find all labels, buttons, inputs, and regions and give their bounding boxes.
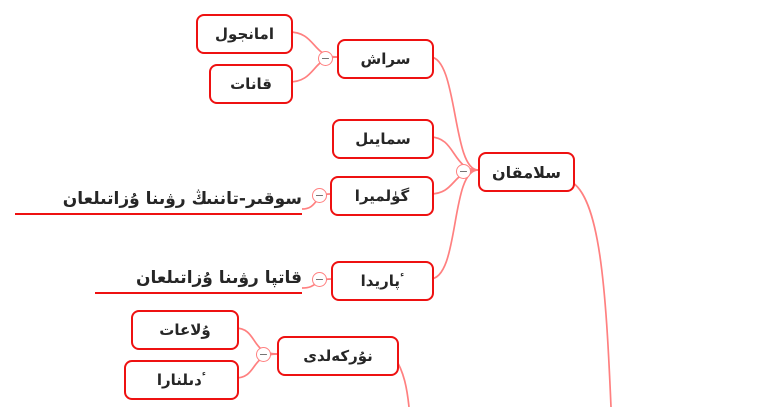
node-amanjol[interactable]: امانجول	[196, 14, 293, 54]
edge-root-gulmira	[429, 169, 479, 195]
node-smaiyl[interactable]: سمايىل	[332, 119, 434, 159]
edge-root-smaiyl	[429, 136, 479, 171]
minus-icon: −	[258, 347, 269, 361]
edge-root-srash	[429, 56, 479, 171]
fold-toggle-srash[interactable]: −	[318, 51, 333, 66]
node-root[interactable]: سلامقان	[478, 152, 575, 192]
node-srash[interactable]: سراش	[337, 39, 434, 79]
edge-root-parent	[569, 180, 612, 407]
node-parida-note[interactable]: قاتپا رۋىنا ۇزاتىلعان	[95, 253, 302, 294]
minus-icon: −	[458, 164, 469, 178]
edge-root-parida	[429, 169, 479, 280]
fold-toggle-gulmira[interactable]: −	[312, 188, 327, 203]
minus-icon: −	[314, 188, 325, 202]
node-gulmira[interactable]: گۈلميرا	[330, 176, 434, 216]
node-gulmira-note[interactable]: سوقىر-تاننىڭ رۋىنا ۇزاتىلعان	[15, 174, 302, 215]
minus-icon: −	[320, 51, 331, 65]
fold-toggle-nurkeldi[interactable]: −	[256, 347, 271, 362]
node-qanat[interactable]: قانات	[209, 64, 293, 104]
node-dilnara[interactable]: ٴدىلنارا	[124, 360, 239, 400]
fold-toggle-parida[interactable]: −	[312, 272, 327, 287]
minus-icon: −	[314, 272, 325, 286]
fold-toggle-root[interactable]: −	[456, 164, 471, 179]
node-nurkeldi[interactable]: نۇركەلدى	[277, 336, 399, 376]
node-ulagat[interactable]: ۇلاعات	[131, 310, 239, 350]
node-parida[interactable]: ٴپاريدا	[331, 261, 434, 301]
